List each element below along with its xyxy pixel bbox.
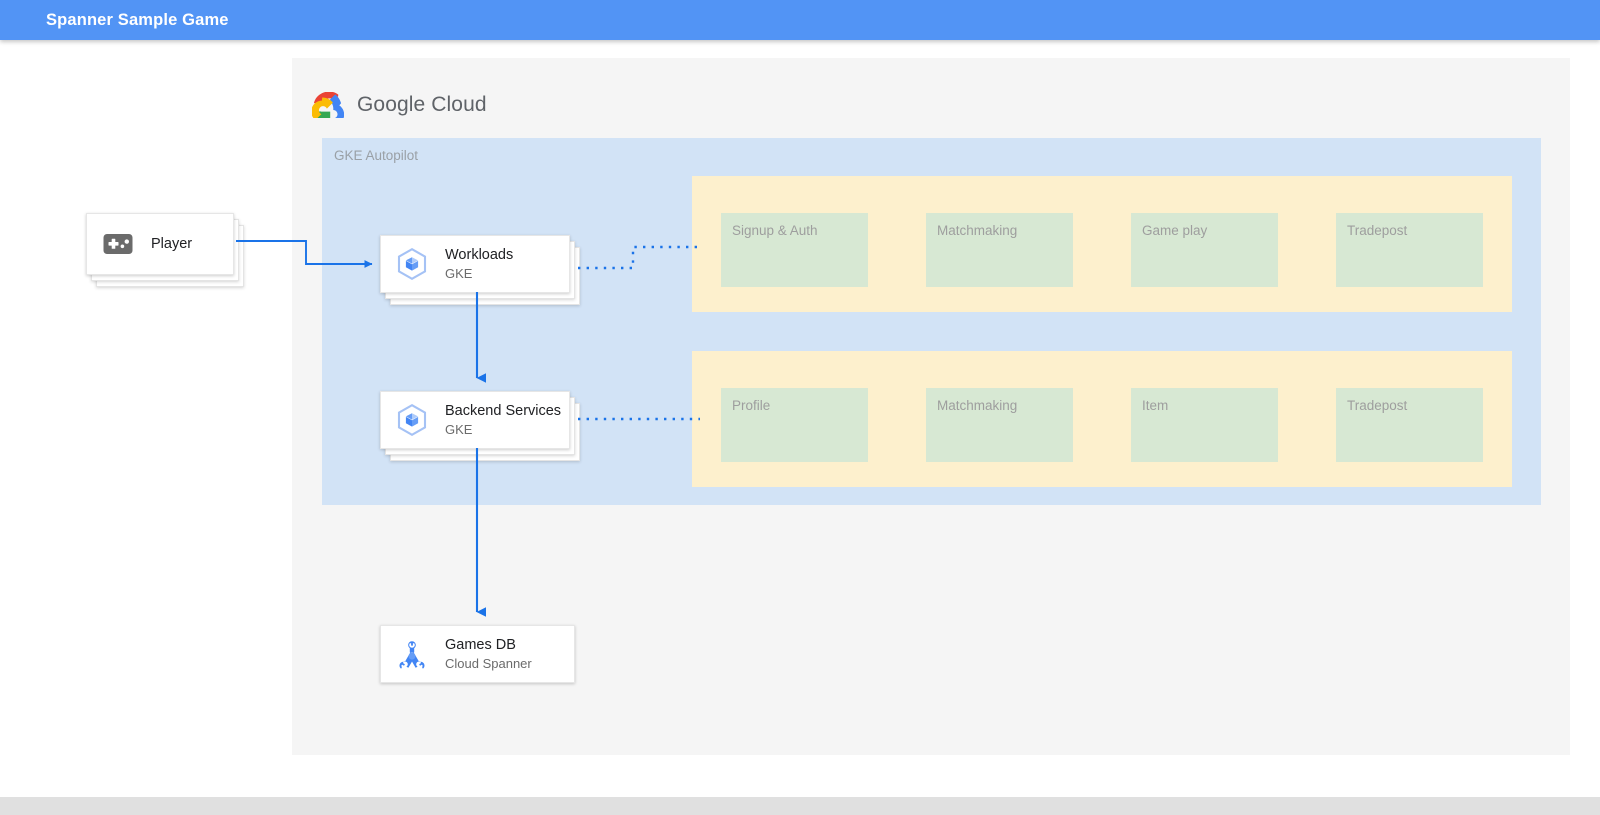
service-box[interactable]: Game play — [1131, 213, 1278, 287]
backend-services-card-texts: Backend Services GKE — [445, 402, 561, 439]
cloud-spanner-icon — [393, 635, 431, 673]
games-db-card-title: Games DB — [445, 636, 516, 653]
gke-autopilot-zone: GKE Autopilot Signup & Auth Matchmaking … — [322, 138, 1541, 505]
games-db-card-subtitle: Cloud Spanner — [445, 655, 532, 671]
app-bar: Spanner Sample Game — [0, 0, 1600, 40]
service-label: Tradepost — [1347, 398, 1408, 413]
service-label: Tradepost — [1347, 223, 1408, 238]
service-box[interactable]: Tradepost — [1336, 388, 1483, 462]
brand-name-cloud: Cloud — [425, 93, 487, 116]
backend-services-card-subtitle: GKE — [445, 421, 473, 437]
service-label: Matchmaking — [937, 223, 1018, 238]
service-label: Signup & Auth — [732, 223, 818, 238]
gke-autopilot-label: GKE Autopilot — [334, 148, 419, 163]
workloads-card-title: Workloads — [445, 246, 514, 263]
brand-name-google: Google — [357, 93, 426, 116]
backend-services-card-title: Backend Services — [445, 402, 562, 419]
app-title: Spanner Sample Game — [46, 10, 229, 29]
backend-services-group: Profile Matchmaking Item Tradepost — [692, 351, 1512, 487]
workloads-card-subtitle: GKE — [445, 265, 473, 281]
player-card-title: Player — [151, 235, 193, 252]
footer-bar — [0, 797, 1600, 815]
games-db-card[interactable]: Games DB Cloud Spanner — [380, 625, 575, 683]
service-box[interactable]: Profile — [721, 388, 868, 462]
google-cloud-logo-icon — [312, 92, 344, 118]
gke-cube-icon — [393, 401, 431, 439]
service-label: Matchmaking — [937, 398, 1018, 413]
service-box[interactable]: Signup & Auth — [721, 213, 868, 287]
player-card[interactable]: Player — [86, 213, 234, 275]
service-label: Profile — [732, 398, 771, 413]
brand-name: Google Cloud — [357, 93, 487, 117]
games-db-card-texts: Games DB Cloud Spanner — [445, 636, 532, 673]
google-cloud-brand: Google Cloud — [312, 92, 487, 118]
service-label: Game play — [1142, 223, 1208, 238]
workloads-card-texts: Workloads GKE — [445, 246, 513, 283]
workload-services-group: Signup & Auth Matchmaking Game play Trad… — [692, 176, 1512, 312]
player-card-texts: Player — [151, 235, 192, 254]
workloads-card[interactable]: Workloads GKE — [380, 235, 570, 293]
backend-services-card[interactable]: Backend Services GKE — [380, 391, 570, 449]
gke-cube-icon — [393, 245, 431, 283]
service-label: Item — [1142, 398, 1169, 413]
service-box[interactable]: Tradepost — [1336, 213, 1483, 287]
service-box[interactable]: Item — [1131, 388, 1278, 462]
architecture-diagram-panel: Google Cloud GKE Autopilot Signup & Auth… — [86, 58, 1570, 755]
service-box[interactable]: Matchmaking — [926, 388, 1073, 462]
service-box[interactable]: Matchmaking — [926, 213, 1073, 287]
gamepad-icon — [99, 225, 137, 263]
